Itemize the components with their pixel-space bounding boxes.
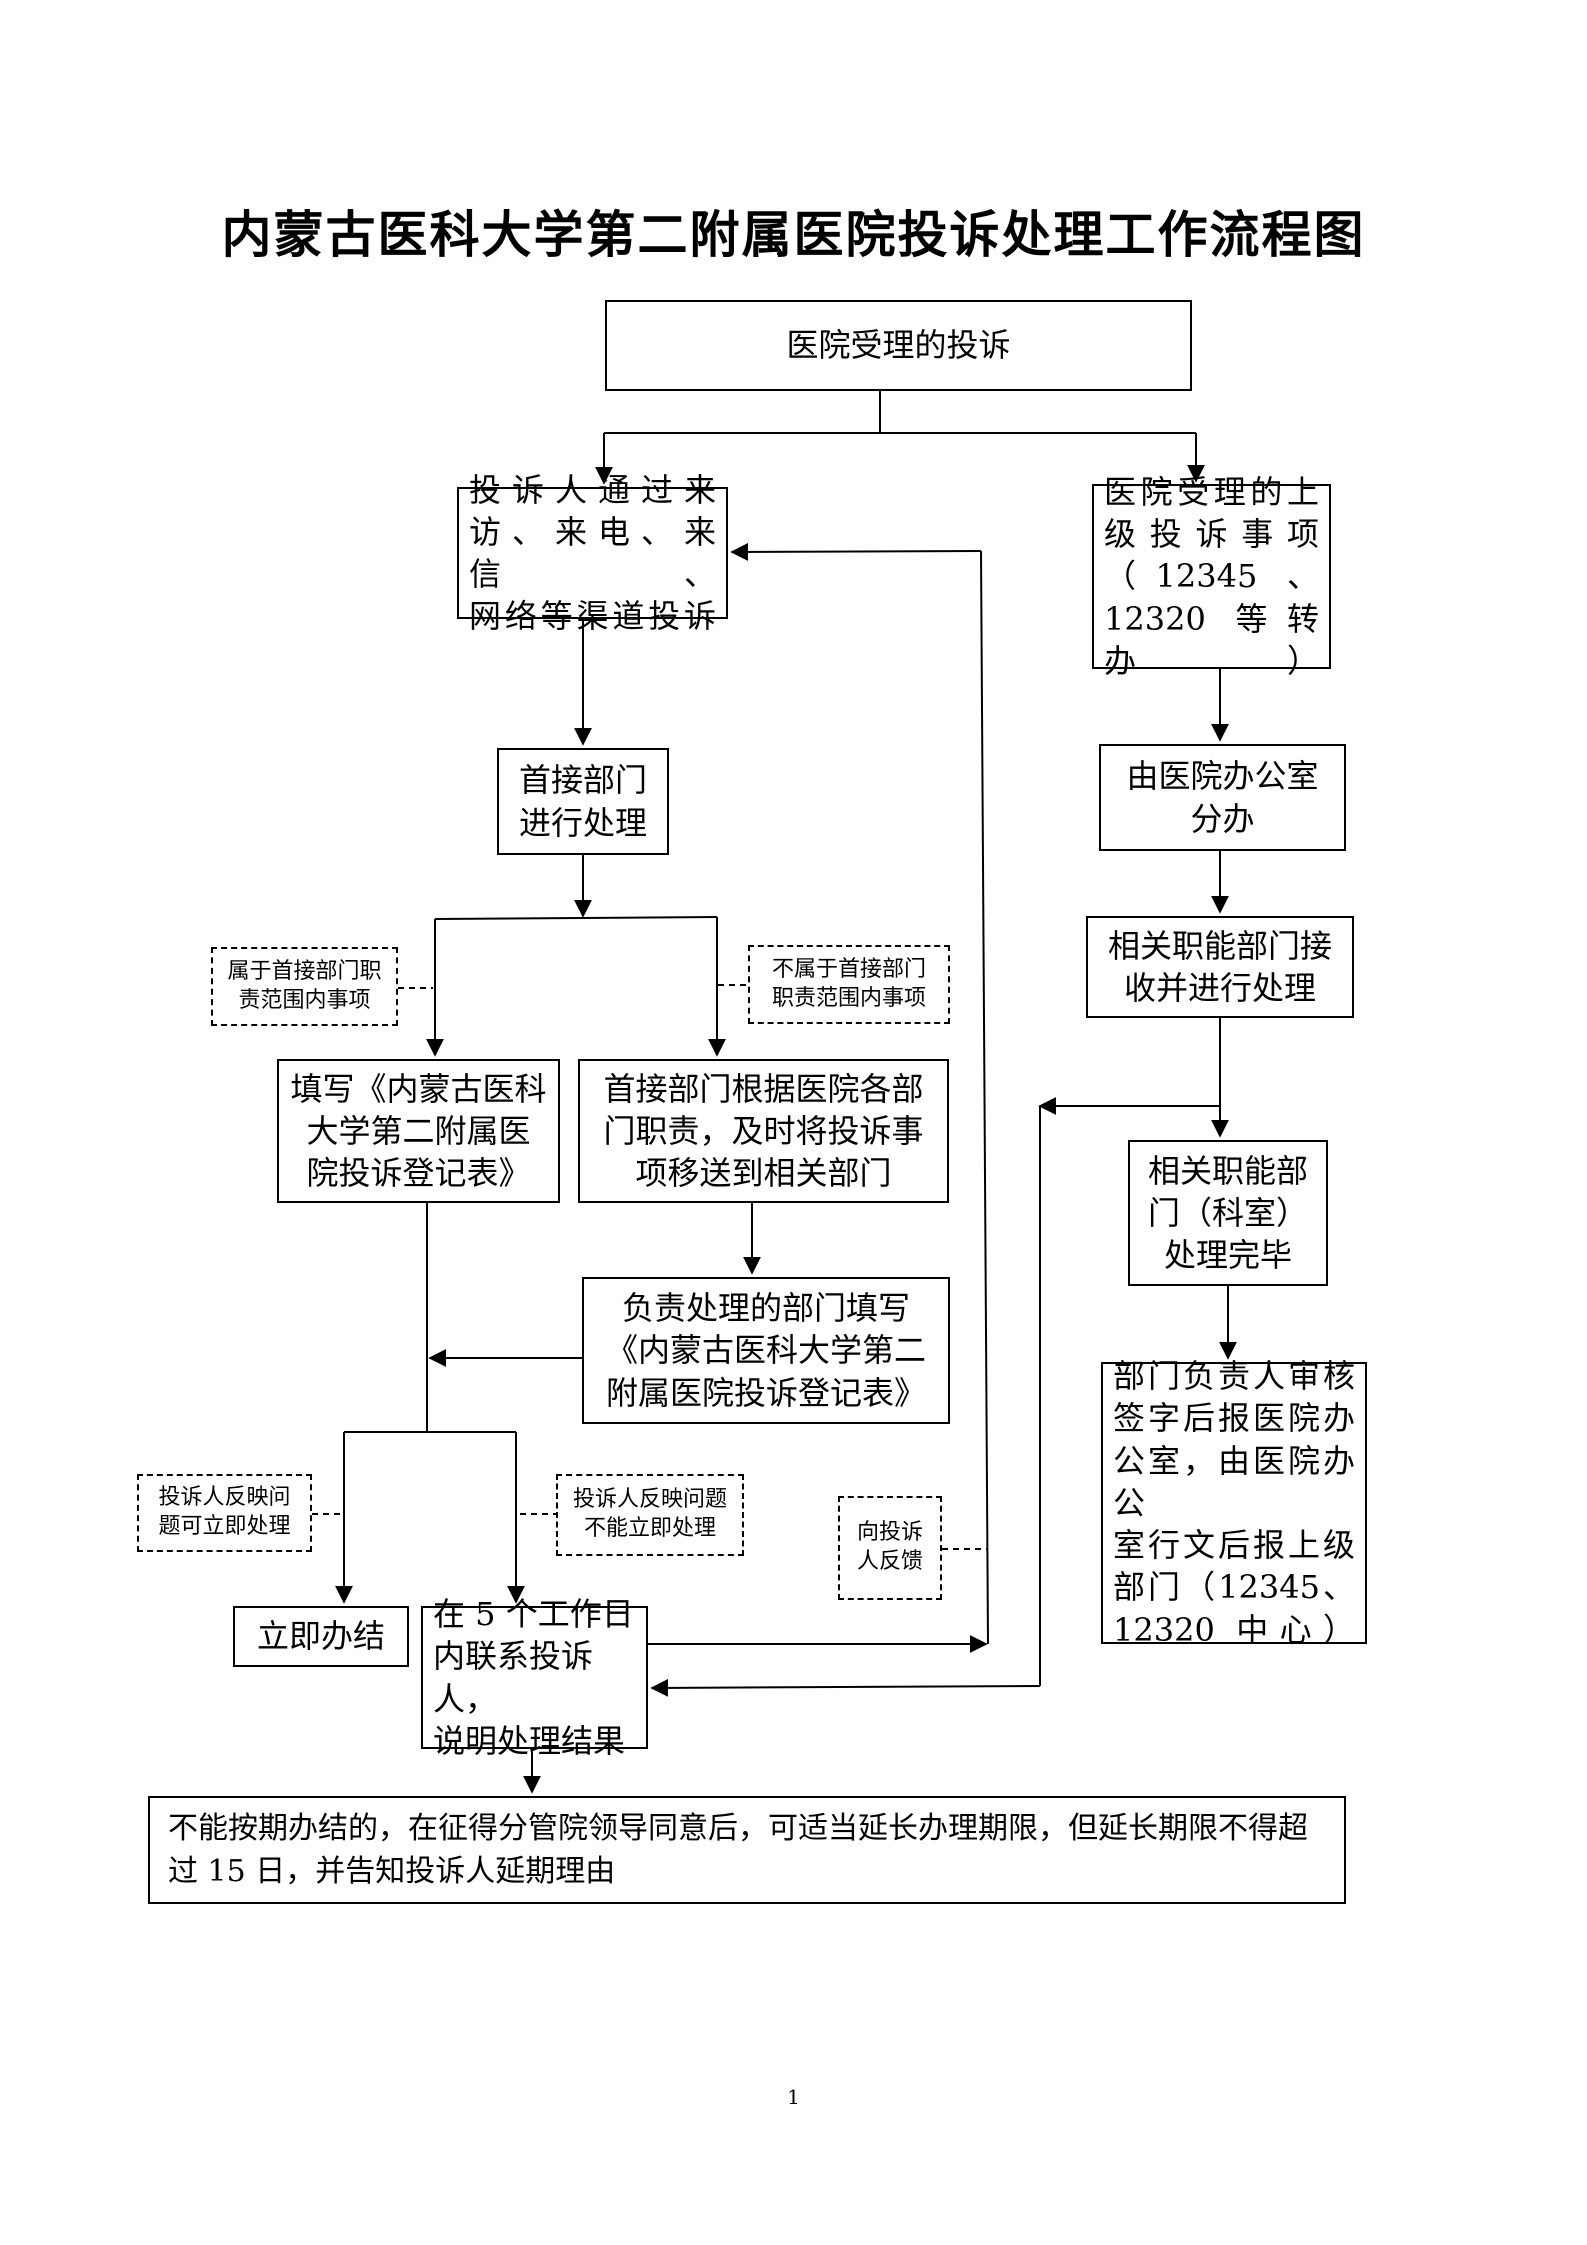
first-department-box: 首接部门 进行处理	[497, 748, 669, 855]
immediate-close-box: 立即办结	[233, 1606, 409, 1667]
related-dept-done-box: 相关职能部 门（科室） 处理完毕	[1128, 1140, 1328, 1286]
contact-within-5-days-box: 在 5 个工作日 内联系投诉人， 说明处理结果	[421, 1595, 648, 1760]
within-scope-note: 属于首接部门职 责范围内事项	[211, 947, 398, 1026]
can-handle-now-note: 投诉人反映问 题可立即处理	[137, 1474, 312, 1552]
related-dept-receive-box: 相关职能部门接 收并进行处理	[1086, 916, 1354, 1018]
outside-scope-note: 不属于首接部门 职责范围内事项	[748, 945, 950, 1024]
extension-rule-box: 不能按期办结的，在征得分管院领导同意后，可适当延长办理期限，但延长期限不得超过 …	[148, 1796, 1346, 1904]
report-to-office-box: 部门负责人审核 签字后报医院办 公室，由医院办公 室行文后报上级 部门（1234…	[1101, 1357, 1367, 1649]
feedback-note: 向投诉 人反馈	[838, 1496, 942, 1600]
complainant-channels-box: 投诉人通过来 访、来电、来信、 网络等渠道投诉	[457, 471, 728, 635]
page-number: 1	[787, 2085, 800, 2109]
superior-complaint-items-box: 医院受理的上 级投诉事项 （12345 、 12320 等转办）	[1092, 473, 1331, 680]
page-title: 内蒙古医科大学第二附属医院投诉处理工作流程图	[221, 205, 1366, 264]
fill-register-form-box: 填写《内蒙古医科 大学第二附属医 院投诉登记表》	[277, 1059, 560, 1203]
office-assign-box: 由医院办公室 分办	[1099, 744, 1346, 851]
responsible-dept-fill-form-box: 负责处理的部门填写 《内蒙古医科大学第二 附属医院投诉登记表》	[582, 1277, 950, 1424]
transfer-to-related-dept-box: 首接部门根据医院各部 门职责，及时将投诉事 项移送到相关部门	[578, 1059, 949, 1203]
hospital-accepted-complaint-box: 医院受理的投诉	[605, 300, 1192, 391]
cannot-handle-now-note: 投诉人反映问题 不能立即处理	[556, 1474, 744, 1556]
